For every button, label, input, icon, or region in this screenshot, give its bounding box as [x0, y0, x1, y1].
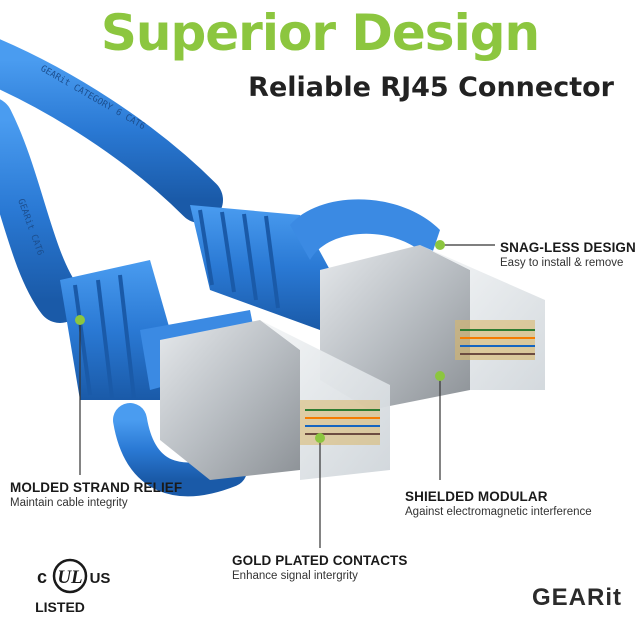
callout-shielded: SHIELDED MODULAR Against electromagnetic…	[405, 489, 592, 518]
brand-logo: GEARit	[532, 584, 622, 611]
callout-desc: Maintain cable integrity	[10, 497, 128, 509]
cable-upper	[0, 39, 223, 223]
callout-title: MOLDED STRAND RELIEF	[10, 480, 183, 495]
ul-listed-logo: UL c US LISTED	[35, 558, 111, 615]
page-title: Superior Design	[100, 4, 540, 62]
callout-desc: Enhance signal intergrity	[232, 570, 358, 582]
svg-text:US: US	[90, 570, 111, 587]
callout-title: SHIELDED MODULAR	[405, 489, 548, 504]
upper-boot	[190, 199, 440, 330]
callout-title: GOLD PLATED CONTACTS	[232, 553, 408, 568]
callout-strand-relief: MOLDED STRAND RELIEF Maintain cable inte…	[10, 480, 182, 509]
svg-text:LISTED: LISTED	[35, 599, 85, 615]
callout-desc: Against electromagnetic interference	[405, 506, 592, 518]
cable-lower	[0, 99, 83, 323]
lower-connector	[160, 320, 390, 480]
callout-snagless: SNAG-LESS DESIGN Easy to install & remov…	[500, 240, 636, 269]
svg-text:UL: UL	[57, 567, 82, 588]
callout-gold-contacts: GOLD PLATED CONTACTS Enhance signal inte…	[232, 553, 408, 582]
callout-title: SNAG-LESS DESIGN	[500, 240, 636, 255]
page-subtitle: Reliable RJ45 Connector	[248, 72, 614, 103]
callout-desc: Easy to install & remove	[500, 257, 624, 269]
callout-dots	[75, 240, 445, 443]
svg-text:c: c	[37, 567, 47, 587]
callout-pointers	[79, 244, 495, 548]
